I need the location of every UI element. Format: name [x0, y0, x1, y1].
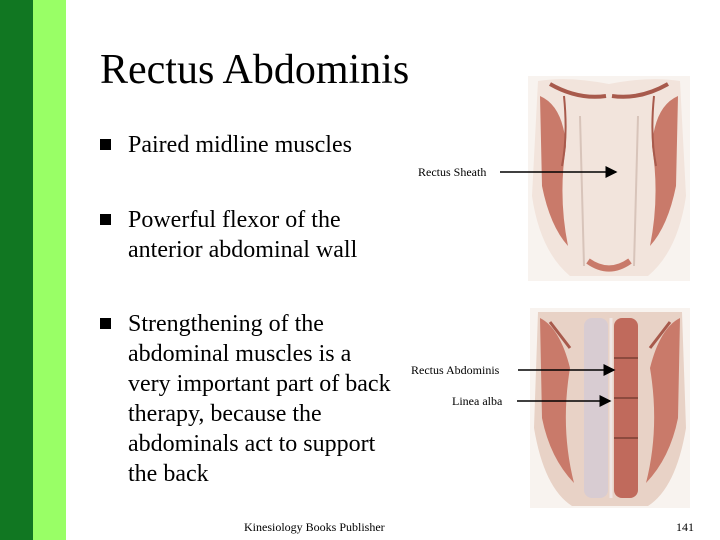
anatomy-image-rectus-sheath	[528, 76, 690, 281]
stripe-cell	[33, 135, 66, 162]
page-number: 141	[676, 520, 694, 534]
bullet-square-icon	[100, 214, 111, 225]
stripe-cell	[33, 81, 66, 108]
stripe-cell	[33, 189, 66, 216]
stripe-cell	[0, 432, 33, 459]
stripe-cell	[0, 162, 33, 189]
decorative-stripe-bar	[0, 0, 66, 540]
stripe-cell	[0, 378, 33, 405]
stripe-cell	[33, 405, 66, 432]
stripe-cell	[0, 486, 33, 513]
footer-publisher: Kinesiology Books Publisher	[244, 520, 385, 534]
stripe-cell	[33, 324, 66, 351]
stripe-cell	[33, 162, 66, 189]
bullet-text: Powerful flexor of the anterior abdomina…	[128, 207, 358, 263]
stripe-cell	[0, 459, 33, 486]
stripe-cell	[33, 54, 66, 81]
stripe-cell	[0, 297, 33, 324]
bullet-item: Paired midline muscles	[100, 130, 395, 160]
stripe-cell	[0, 108, 33, 135]
bullet-text: Strengthening of the abdominal muscles i…	[128, 311, 391, 487]
stripe-cell	[0, 135, 33, 162]
stripe-cell	[0, 189, 33, 216]
stripe-cell	[0, 243, 33, 270]
stripe-cell	[33, 270, 66, 297]
anatomy-image-rectus-abdominis	[530, 308, 690, 508]
stripe-cell	[0, 27, 33, 54]
stripe-cell	[33, 351, 66, 378]
stripe-cell	[0, 405, 33, 432]
stripe-cell	[0, 513, 33, 540]
bullet-item: Strengthening of the abdominal muscles i…	[100, 309, 395, 489]
stripe-cell	[33, 513, 66, 540]
stripe-cell	[33, 0, 66, 27]
stripe-cell	[33, 432, 66, 459]
stripe-cell	[0, 0, 33, 27]
stripe-cell	[33, 108, 66, 135]
stripe-cell	[33, 243, 66, 270]
stripe-cell	[33, 216, 66, 243]
torso-illustration-top	[528, 76, 690, 281]
bullet-text: Paired midline muscles	[128, 132, 352, 158]
label-rectus-abdominis: Rectus Abdominis	[411, 363, 500, 377]
slide-title: Rectus Abdominis	[100, 47, 410, 93]
stripe-cell	[0, 351, 33, 378]
label-rectus-sheath: Rectus Sheath	[418, 165, 487, 179]
stripe-cell	[33, 486, 66, 513]
stripe-cell	[33, 297, 66, 324]
stripe-cell	[33, 378, 66, 405]
stripe-cell	[0, 81, 33, 108]
stripe-cell	[0, 54, 33, 81]
bullet-square-icon	[100, 139, 111, 150]
label-linea-alba: Linea alba	[452, 394, 503, 408]
stripe-cell	[0, 270, 33, 297]
stripe-cell	[33, 459, 66, 486]
stripe-cell	[0, 216, 33, 243]
stripe-cell	[0, 324, 33, 351]
bullet-square-icon	[100, 318, 111, 329]
stripe-cell	[33, 27, 66, 54]
bullet-item: Powerful flexor of the anterior abdomina…	[100, 205, 395, 265]
torso-illustration-bottom	[530, 308, 690, 508]
